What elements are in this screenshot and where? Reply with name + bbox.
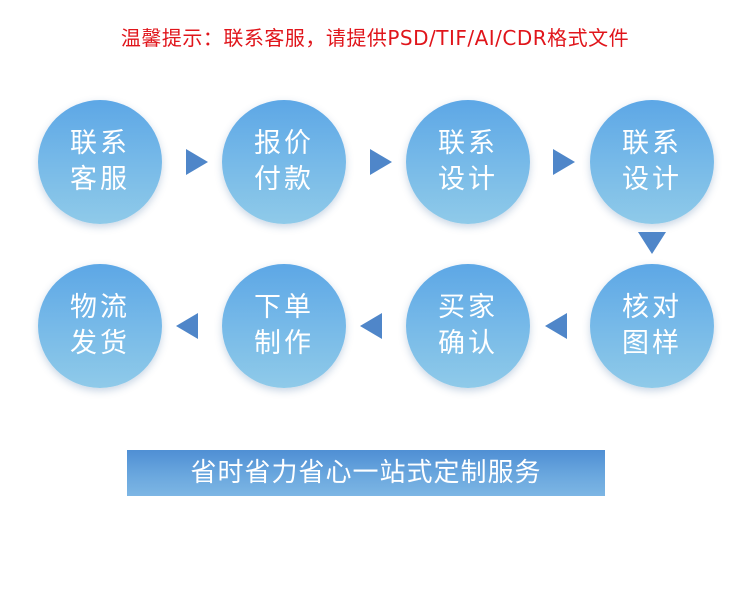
step-label-line2: 设计 bbox=[438, 164, 498, 195]
step-contact-service: 联系 客服 bbox=[38, 100, 162, 224]
step-label-line1: 联系 bbox=[622, 128, 682, 159]
arrow-left-icon bbox=[176, 313, 198, 339]
step-label-line1: 买家 bbox=[438, 292, 498, 323]
arrow-right-icon bbox=[186, 149, 208, 175]
step-label-line1: 核对 bbox=[622, 292, 682, 323]
arrow-left-icon bbox=[545, 313, 567, 339]
step-order-produce: 下单 制作 bbox=[222, 264, 346, 388]
step-buyer-confirm: 买家 确认 bbox=[406, 264, 530, 388]
step-label-line1: 联系 bbox=[70, 128, 130, 159]
step-check-sample: 核对 图样 bbox=[590, 264, 714, 388]
step-contact-design-1: 联系 设计 bbox=[406, 100, 530, 224]
step-label-line1: 物流 bbox=[70, 292, 130, 323]
step-label-line1: 下单 bbox=[254, 292, 314, 323]
step-logistics-ship: 物流 发货 bbox=[38, 264, 162, 388]
step-quote-payment: 报价 付款 bbox=[222, 100, 346, 224]
arrow-right-icon bbox=[370, 149, 392, 175]
arrow-left-icon bbox=[360, 313, 382, 339]
step-label-line1: 报价 bbox=[254, 128, 314, 159]
step-contact-design-2: 联系 设计 bbox=[590, 100, 714, 224]
step-label-line2: 确认 bbox=[438, 328, 498, 359]
step-label-line2: 客服 bbox=[70, 164, 130, 195]
step-label-line2: 付款 bbox=[254, 164, 314, 195]
arrow-right-icon bbox=[553, 149, 575, 175]
notice-text: 温馨提示：联系客服，请提供PSD/TIF/AI/CDR格式文件 bbox=[120, 26, 630, 50]
step-label-line2: 制作 bbox=[254, 328, 314, 359]
step-label-line2: 图样 bbox=[622, 328, 682, 359]
arrow-down-icon bbox=[638, 232, 666, 254]
step-label-line2: 发货 bbox=[70, 328, 130, 359]
slogan-banner: 省时省力省心一站式定制服务 bbox=[127, 450, 605, 496]
step-label-line2: 设计 bbox=[622, 164, 682, 195]
step-label-line1: 联系 bbox=[438, 128, 498, 159]
